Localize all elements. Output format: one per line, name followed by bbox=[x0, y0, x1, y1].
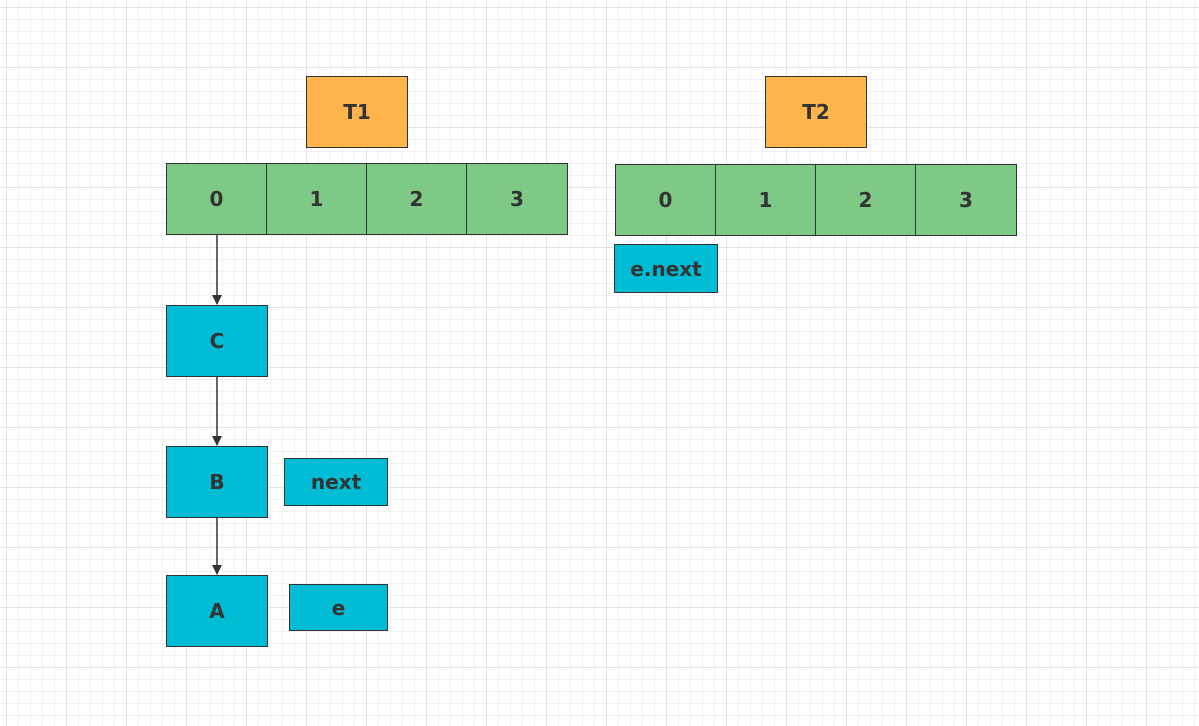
t2-bucket-0: 0 bbox=[616, 165, 716, 235]
list-node-b: B bbox=[166, 446, 268, 518]
t1-hash-table: 0 1 2 3 bbox=[166, 163, 568, 235]
e-next-pointer-label: e.next bbox=[614, 244, 718, 293]
thread-t1-label: T1 bbox=[306, 76, 408, 148]
t2-bucket-1: 1 bbox=[716, 165, 816, 235]
next-pointer-label: next bbox=[284, 458, 388, 506]
list-node-a: A bbox=[166, 575, 268, 647]
t1-bucket-2: 2 bbox=[367, 164, 467, 234]
thread-t2-label: T2 bbox=[765, 76, 867, 148]
t1-bucket-3: 3 bbox=[510, 187, 524, 211]
t2-bucket-3: 3 bbox=[959, 188, 973, 212]
e-pointer-label: e bbox=[289, 584, 388, 631]
list-node-c: C bbox=[166, 305, 268, 377]
t2-bucket-2: 2 bbox=[816, 165, 916, 235]
t2-hash-table: 0 1 2 3 bbox=[615, 164, 1017, 236]
t1-bucket-0: 0 bbox=[167, 164, 267, 234]
t1-bucket-1: 1 bbox=[267, 164, 367, 234]
